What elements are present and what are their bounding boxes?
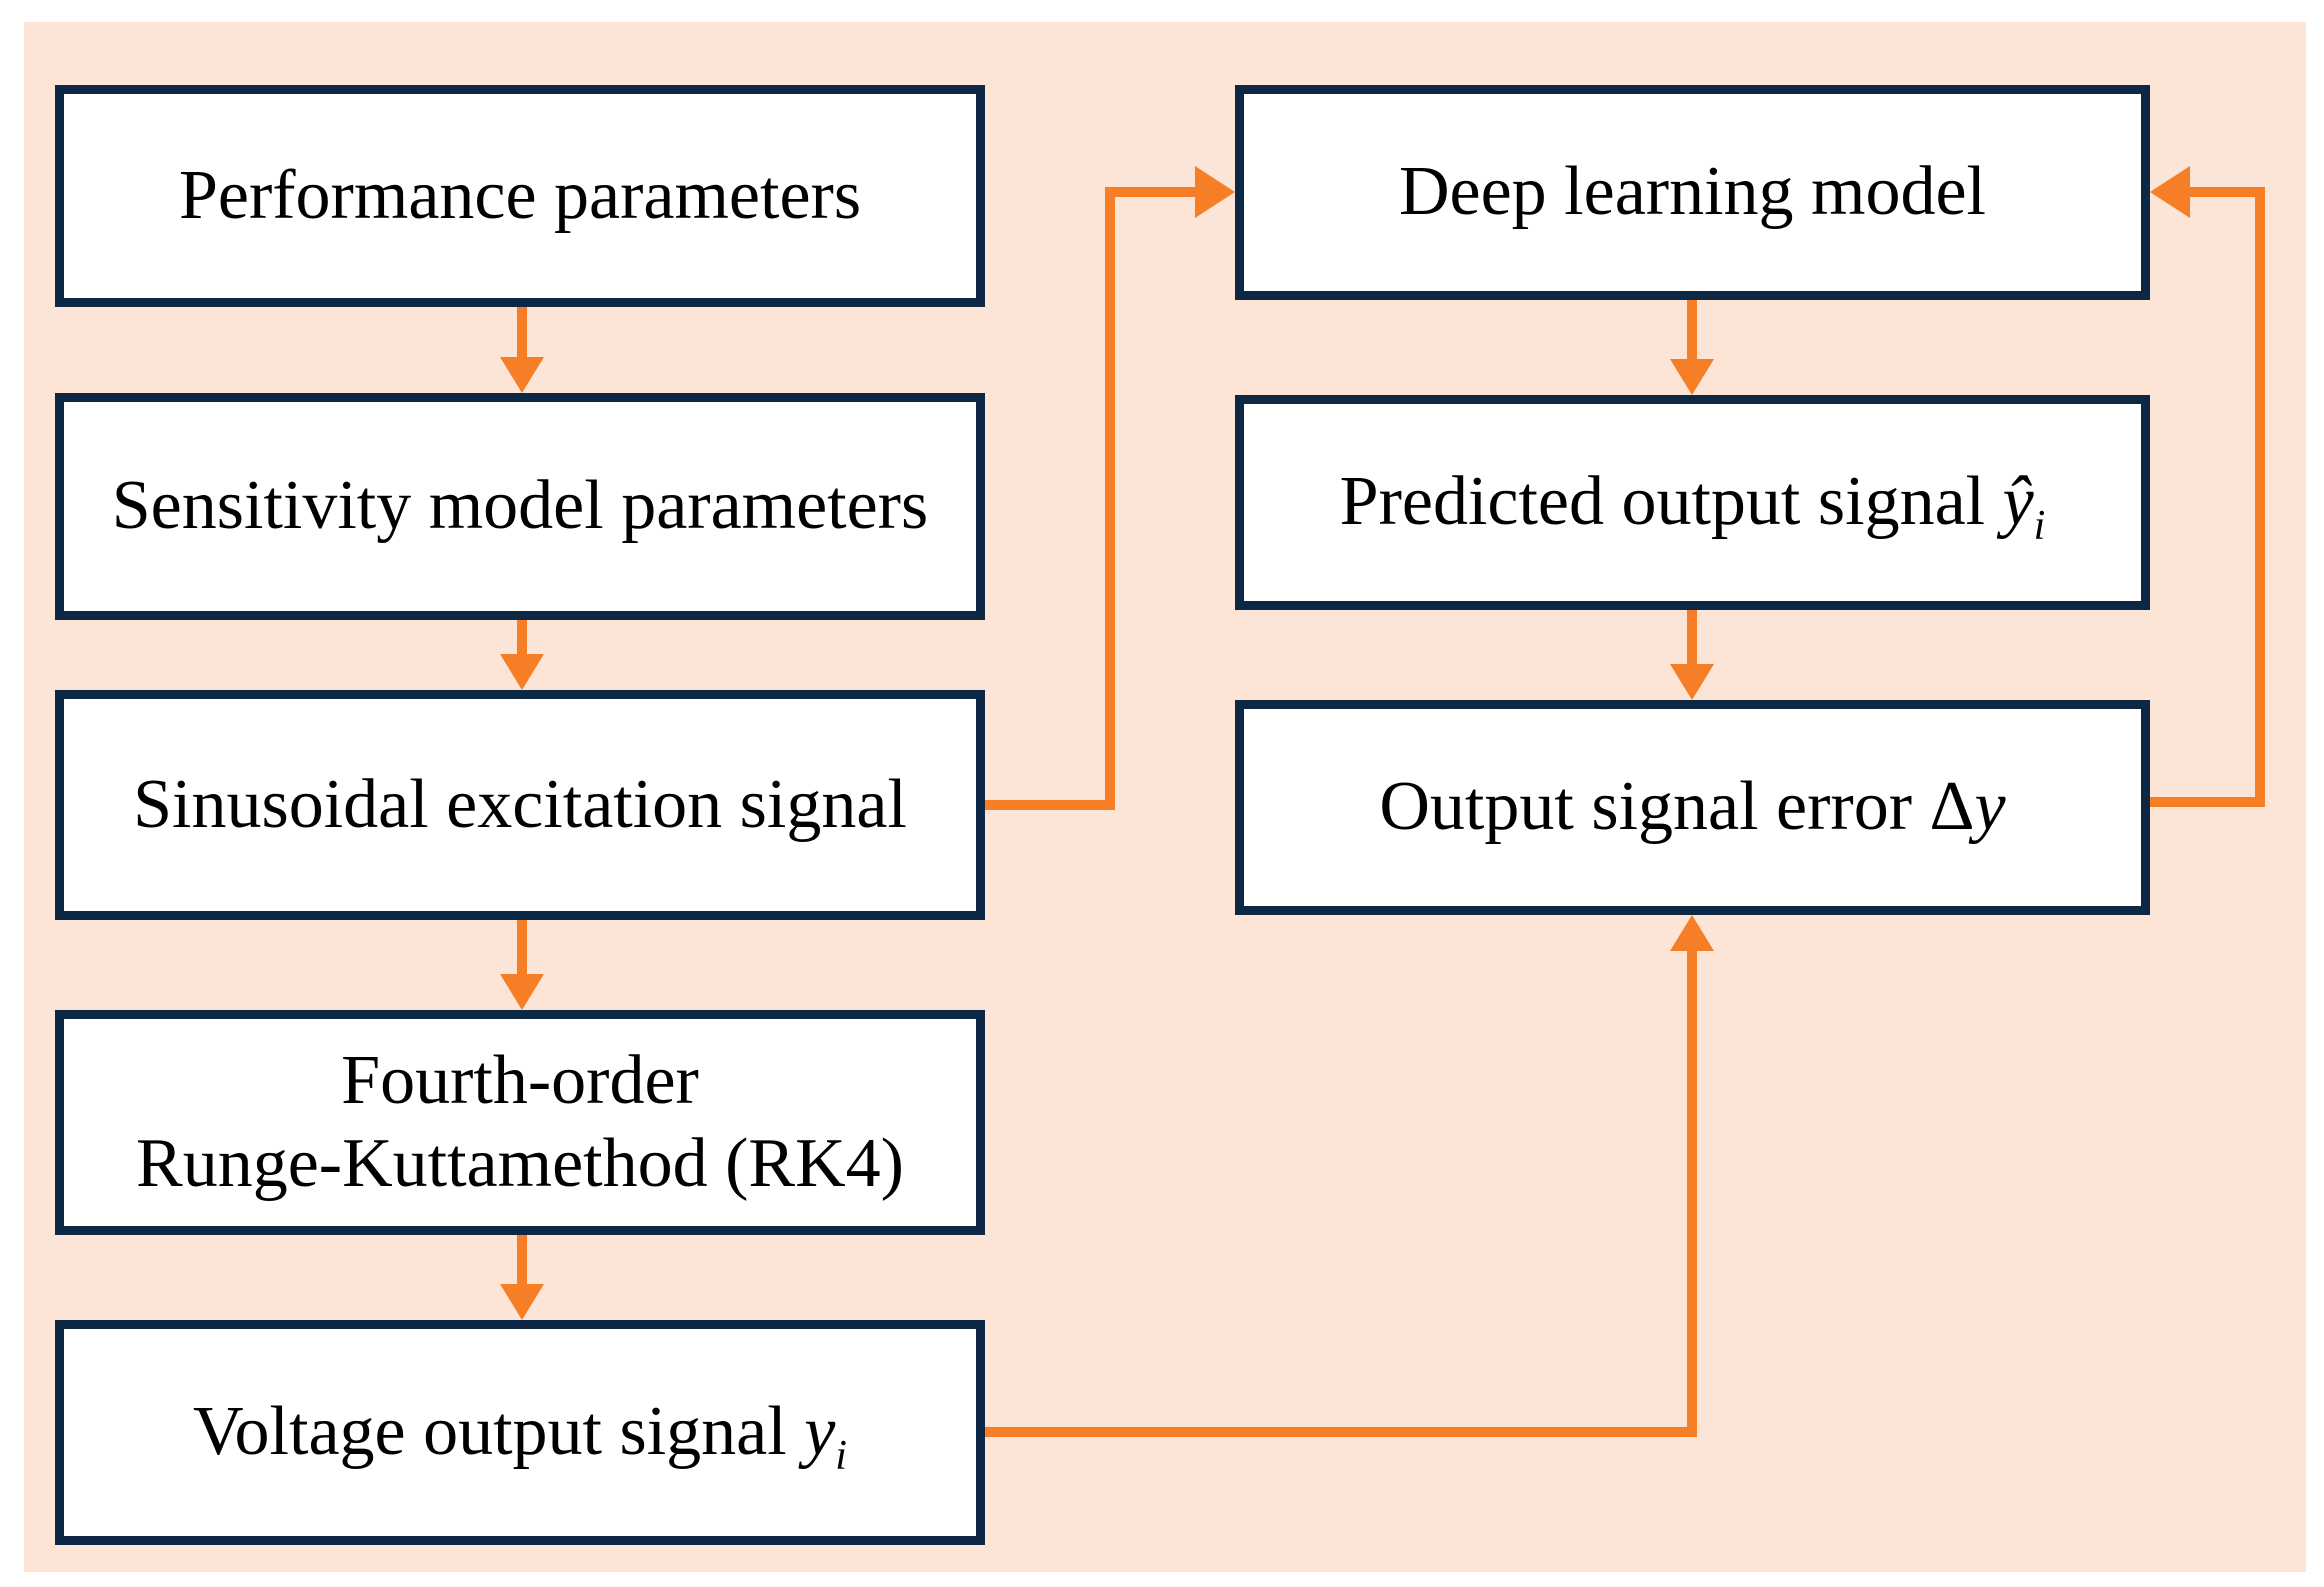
arrow-segment [1687,951,1697,1437]
arrow-segment [2255,187,2265,807]
node-performance-parameters: Performance parameters [55,85,985,307]
arrowhead-down [1670,664,1714,700]
arrow-segment [517,920,527,976]
arrowhead-down [500,357,544,393]
arrow-segment [1105,187,1115,810]
arrow-segment [2150,797,2265,807]
arrow-segment [985,800,1115,810]
node-label: Predicted output signal ŷi [1339,463,2046,550]
node-label: Sensitivity model parameters [111,467,929,545]
node-sensitivity-model-parameters: Sensitivity model parameters [55,393,985,620]
arrow-segment [985,1427,1697,1437]
arrowhead-down [500,654,544,690]
arrowhead-left [2150,166,2190,218]
arrow-segment [2190,187,2265,197]
arrow-segment [1687,300,1697,361]
arrow-segment [1687,610,1697,666]
arrowhead-down [500,1284,544,1320]
node-predicted-output-signal: Predicted output signal ŷi [1235,395,2150,610]
arrow-segment [517,1235,527,1286]
node-deep-learning-model: Deep learning model [1235,85,2150,300]
node-label: Output signal error Δy [1379,768,2006,846]
arrowhead-down [1670,359,1714,395]
arrowhead-right [1195,166,1235,218]
arrowhead-down [500,974,544,1010]
arrowhead-up [1670,915,1714,951]
arrow-segment [517,307,527,359]
node-output-signal-error: Output signal error Δy [1235,700,2150,915]
arrow-segment [1105,187,1195,197]
arrow-segment [517,620,527,656]
node-label: Performance parameters [178,156,862,234]
node-voltage-output-signal: Voltage output signal yi [55,1320,985,1545]
node-label: Deep learning model [1398,153,1986,231]
node-label: Voltage output signal yi [193,1393,847,1480]
node-sinusoidal-excitation-signal: Sinusoidal excitation signal [55,690,985,920]
node-label: Sinusoidal excitation signal [133,765,907,843]
